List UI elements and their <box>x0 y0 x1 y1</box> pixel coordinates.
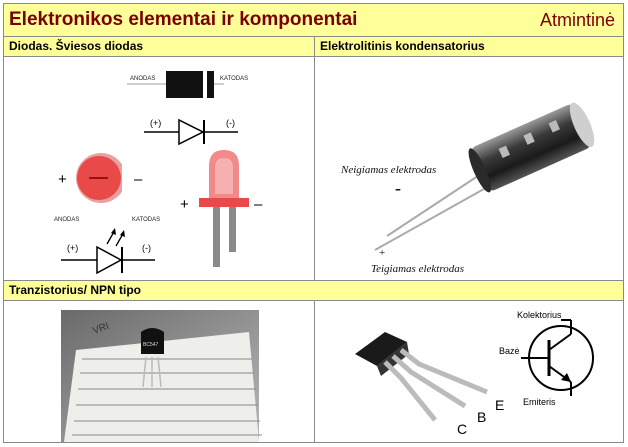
light-arrow-head-2 <box>120 230 125 237</box>
pin-c-label: C <box>457 421 467 437</box>
capacitor-body <box>468 102 595 193</box>
led-anode-label: ANODAS <box>54 217 79 223</box>
led-symbol-icon <box>96 245 123 275</box>
led-cathode-leg <box>229 207 236 252</box>
column-divider <box>314 37 315 442</box>
breadboard-holes <box>72 358 262 436</box>
led-dome-highlight <box>215 158 233 194</box>
capacitor-lead-negative <box>386 167 491 237</box>
light-arrow-head-1 <box>111 228 116 235</box>
base-label: Bazė <box>499 346 520 356</box>
breadboard-photo: VRI BC547 <box>61 310 262 442</box>
section-heading-capacitor: Elektrolitinis kondensatorius <box>315 37 623 57</box>
positive-sign: + <box>379 247 385 259</box>
transistor-photo-panel: VRI BC547 <box>4 302 314 442</box>
pin-b-lead <box>391 354 467 409</box>
collector-line <box>548 333 572 351</box>
section-heading-diode: Diodas. Šviesos diodas <box>4 37 314 57</box>
led-side-plus: + <box>180 196 189 213</box>
chip-marking: BC547 <box>143 342 159 348</box>
led-plus-sign: + <box>58 171 67 188</box>
diode-symbol-icon <box>178 118 205 146</box>
led-flat-edge <box>122 160 132 196</box>
transistor-leg-1 <box>142 356 147 388</box>
to92-package <box>355 332 407 366</box>
page-subtitle: Atmintinė <box>539 10 615 30</box>
led-symbol-minus: (-) <box>142 243 151 253</box>
led-minus-sign: – <box>134 171 143 188</box>
capacitor-lead-positive <box>374 179 501 251</box>
led-anode-leg <box>213 207 220 267</box>
capacitor-illustration: Neigiamas elektrodas - + Teigiamas elekt… <box>340 102 595 275</box>
emitter-arrow-icon <box>561 373 571 382</box>
led-cathode-label: KATODAS <box>132 217 160 223</box>
pin-e-label: E <box>495 397 504 413</box>
title-bar: Elektronikos elementai ir komponentai At… <box>4 4 623 37</box>
led-symbol-plus: (+) <box>67 243 78 253</box>
transistor-diagram-panel: C B E Kolektorius Bazė Emiteris <box>315 302 623 442</box>
pin-e-lead <box>399 348 488 395</box>
transistor-chip <box>141 328 164 354</box>
section-heading-transistor: Tranzistorius/ NPN tipo <box>4 281 623 301</box>
cathode-band <box>203 71 207 98</box>
row-divider <box>4 280 623 281</box>
pin-b-label: B <box>477 409 486 425</box>
negative-sign: - <box>395 178 401 198</box>
led-side-minus: – <box>254 196 263 213</box>
board-text: VRI <box>91 321 110 337</box>
diode-minus-label: (-) <box>226 118 235 128</box>
negative-electrode-label: Neigiamas elektrodas <box>340 164 436 176</box>
diode-panel: ANODAS KATODAS (+) (-) + – ANODAS KATODA… <box>4 58 314 280</box>
positive-electrode-label: Teigiamas elektrodas <box>371 263 464 275</box>
capacitor-panel: Neigiamas elektrodas - + Teigiamas elekt… <box>315 58 623 280</box>
diode-illustration: ANODAS KATODAS (+) (-) + – ANODAS KATODA… <box>54 71 263 275</box>
cathode-label: KATODAS <box>220 76 248 82</box>
led-side-rim <box>199 198 249 207</box>
diode-plus-label: (+) <box>150 118 161 128</box>
transistor-diagram: C B E Kolektorius Bazė Emiteris <box>355 310 594 437</box>
emitter-label: Emiteris <box>523 397 556 407</box>
anode-label: ANODAS <box>130 76 155 82</box>
page-title: Elektronikos elementai ir komponentai <box>9 9 358 30</box>
collector-label: Kolektorius <box>517 310 562 320</box>
transistor-leg-3 <box>157 356 162 388</box>
memo-sheet: Elektronikos elementai ir komponentai At… <box>3 3 624 443</box>
pin-c-lead <box>383 360 437 422</box>
